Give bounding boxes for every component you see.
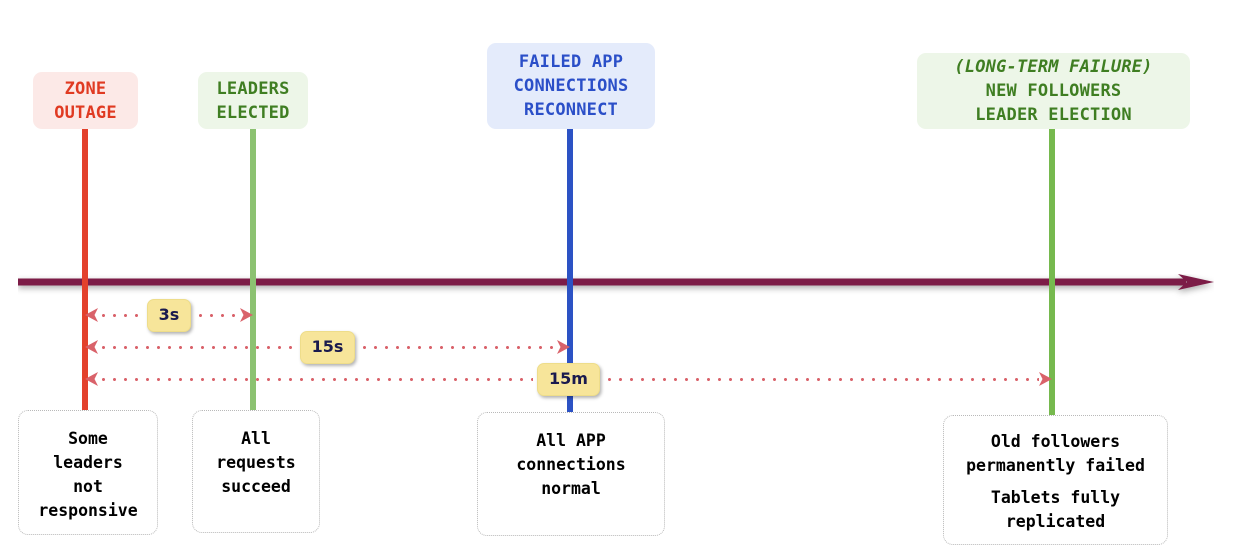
duration-badge[interactable]: 15m (537, 362, 600, 396)
state-line: All APP (536, 431, 606, 450)
event-label-new-followers-leader-election[interactable]: (LONG-TERM FAILURE) NEW FOLLOWERS LEADER… (917, 53, 1190, 129)
duration-dotted-line (98, 377, 534, 381)
duration-badge[interactable]: 15s (299, 330, 356, 364)
duration-15m: 15m (85, 362, 1052, 396)
event-label-line: CONNECTIONS (513, 76, 629, 96)
arrow-right-icon (240, 307, 253, 323)
state-line: succeed (221, 477, 291, 496)
state-line: requests (216, 453, 296, 472)
state-line: connections (516, 455, 626, 474)
duration-dotted-line (603, 377, 1039, 381)
state-line: Some (68, 428, 108, 448)
event-label-line: LEADERS (216, 78, 290, 99)
state-line: Tablets fully (990, 488, 1121, 507)
state-line: responsive (38, 500, 138, 520)
event-label-failed-app-connections-reconnect[interactable]: FAILED APP CONNECTIONS RECONNECT (487, 43, 655, 129)
event-label-leaders-elected[interactable]: LEADERS ELECTED (198, 72, 308, 129)
event-label-line: NEW FOLLOWERS (985, 81, 1122, 101)
state-line: All (241, 429, 271, 448)
state-box-some-leaders-not-responsive[interactable]: Some leaders not responsive (18, 410, 158, 535)
event-line-new-followers-leader-election (1049, 126, 1055, 423)
event-label-line: ZONE (64, 78, 107, 99)
event-label-zone-outage[interactable]: ZONE OUTAGE (33, 72, 138, 129)
duration-badge[interactable]: 3s (146, 298, 192, 332)
duration-dotted-line (195, 313, 240, 317)
event-line-failed-app-connections-reconnect (567, 126, 573, 420)
state-line: leaders (53, 452, 123, 472)
duration-dotted-line (98, 345, 296, 349)
arrow-left-icon (85, 371, 98, 387)
arrow-right-icon (557, 339, 571, 355)
duration-dotted-line (98, 313, 143, 317)
arrow-right-icon (1039, 371, 1052, 387)
event-label-line: FAILED APP (518, 52, 624, 72)
duration-15s: 15s (85, 330, 571, 364)
duration-3s: 3s (85, 298, 253, 332)
timeline-axis (18, 274, 1214, 290)
duration-dotted-line (359, 345, 558, 349)
event-label-line: LEADER ELECTION (975, 105, 1132, 125)
state-box-all-app-connections-normal[interactable]: All APP connections normal (477, 412, 665, 536)
state-line: replicated (1005, 512, 1106, 531)
event-line-zone-outage (82, 126, 88, 418)
state-line: permanently failed (966, 456, 1145, 475)
event-line-leaders-elected (250, 126, 256, 418)
event-label-line: RECONNECT (524, 100, 618, 120)
state-line: normal (541, 479, 601, 498)
state-box-all-requests-succeed[interactable]: All requests succeed (192, 410, 320, 533)
event-label-line: OUTAGE (54, 102, 117, 123)
arrow-left-icon (85, 339, 98, 355)
state-line: not (73, 476, 103, 496)
arrow-left-icon (85, 307, 98, 323)
state-box-old-followers-permanently-failed[interactable]: Old followers permanently failed Tablets… (943, 415, 1168, 545)
event-label-line: (LONG-TERM FAILURE) (954, 57, 1153, 77)
state-line: Old followers (990, 432, 1121, 451)
event-label-line: ELECTED (216, 102, 290, 123)
